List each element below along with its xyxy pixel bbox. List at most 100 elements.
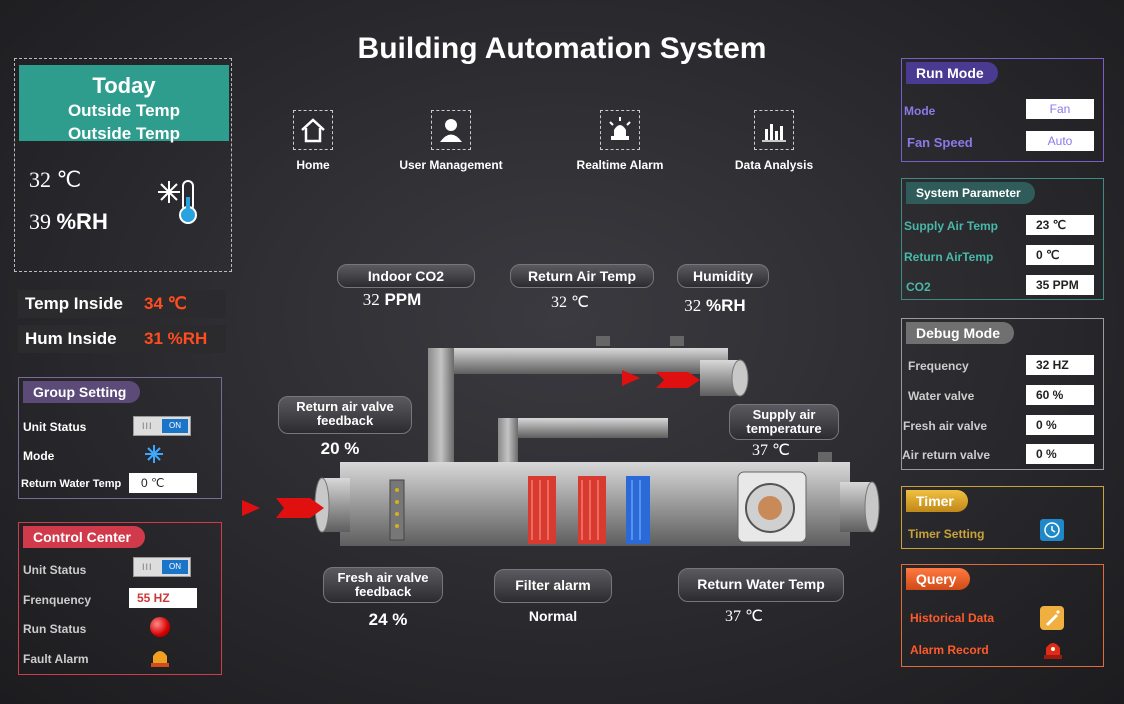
system-parameter-panel: System Parameter Supply Air Temp 23 ℃ Re… xyxy=(901,178,1104,300)
supply-outlet-opening xyxy=(731,359,749,397)
fan-speed-value[interactable]: Auto xyxy=(1026,131,1094,151)
water-valve-label: Water valve xyxy=(908,389,975,403)
nav-home[interactable]: Home xyxy=(238,110,388,172)
nav-user-management[interactable]: User Management xyxy=(376,110,526,172)
fresh-air-valve-label-2: feedback xyxy=(354,584,412,599)
supply-air-temp-label: Supply Air Temp xyxy=(904,219,999,233)
outside-hum-number: 39 xyxy=(29,209,51,234)
snowflake-icon[interactable] xyxy=(144,444,164,469)
filter-element xyxy=(389,479,405,541)
alarm-record-icon[interactable] xyxy=(1043,637,1063,664)
run-mode-panel: Run Mode Mode Fan Fan Speed Auto xyxy=(901,58,1104,162)
nav-realtime-alarm-label: Realtime Alarm xyxy=(576,158,664,172)
today-panel: Today Outside Temp Outside Temp 32 ℃ 39 … xyxy=(14,58,232,272)
water-valve-value[interactable]: 60 % xyxy=(1026,385,1094,405)
supply-air-temp-display: 37 ℃ xyxy=(752,442,790,459)
cc-frequency-input[interactable]: 55 HZ xyxy=(129,588,197,608)
air-return-valve-label: Air return valve xyxy=(902,448,991,462)
cc-unit-status-toggle[interactable]: III ON xyxy=(133,557,191,577)
timer-panel: Timer Timer Setting xyxy=(901,486,1104,549)
debug-frequency-value[interactable]: 32 HZ xyxy=(1026,355,1094,375)
cc-frequency-label: Frenquency xyxy=(23,593,92,607)
debug-frequency-label: Frequency xyxy=(908,359,969,373)
nav-data-analysis[interactable]: Data Analysis xyxy=(699,110,849,172)
indoor-co2-value: 32 PPM xyxy=(337,290,447,310)
outside-temp-unit: ℃ xyxy=(56,167,82,192)
sensor-2 xyxy=(670,336,684,346)
indoor-co2-unit: PPM xyxy=(384,290,422,309)
fresh-air-valve-display: 24 % xyxy=(368,610,408,629)
temp-inside-value: 34 ℃ xyxy=(144,294,187,313)
return-air-duct xyxy=(428,348,728,374)
temp-inside-label: Temp Inside xyxy=(25,294,123,313)
supply-air-temp-pill: Supply air temperature xyxy=(729,404,839,440)
humidity-label: Humidity xyxy=(677,264,769,288)
debug-mode-panel: Debug Mode Frequency 32 HZ Water valve 6… xyxy=(901,318,1104,470)
heating-coil-1 xyxy=(528,476,556,544)
toggle-grip-icon: III xyxy=(142,562,153,572)
mode-label: Mode xyxy=(23,449,55,463)
air-return-valve-value[interactable]: 0 % xyxy=(1026,444,1094,464)
unit-status-label: Unit Status xyxy=(23,420,87,434)
unit-status-toggle[interactable]: III ON xyxy=(133,416,191,436)
fault-alarm-light-icon xyxy=(150,645,170,672)
cc-toggle-on-label: ON xyxy=(162,560,188,574)
query-panel: Query Historical Data Alarm Record xyxy=(901,564,1104,667)
co2-value[interactable]: 35 PPM xyxy=(1026,275,1094,295)
supply-air-label-1: Supply air xyxy=(752,407,816,422)
historical-data-icon[interactable] xyxy=(1040,606,1064,630)
timer-title: Timer xyxy=(906,490,968,512)
outside-temp-value: 32 ℃ xyxy=(29,167,81,193)
query-title: Query xyxy=(906,568,971,590)
indoor-co2-label: Indoor CO2 xyxy=(337,264,475,288)
return-air-valve-label-1: Return air valve xyxy=(296,399,394,414)
toggle-grip-icon: III xyxy=(142,421,153,431)
return-air-temp-label: Return AirTemp xyxy=(904,250,994,264)
nav-home-label: Home xyxy=(296,158,330,172)
today-header: Today Outside Temp Outside Temp xyxy=(19,65,229,143)
nav-realtime-alarm[interactable]: Realtime Alarm xyxy=(545,110,695,172)
run-mode-mode-value[interactable]: Fan xyxy=(1026,99,1094,119)
nav-data-analysis-label: Data Analysis xyxy=(734,158,814,172)
outside-temp-label-2: Outside Temp xyxy=(67,124,181,143)
timer-setting-label: Timer Setting xyxy=(908,527,985,541)
fresh-air-valve-value[interactable]: 0 % xyxy=(1026,415,1094,435)
toggle-on-label: ON xyxy=(162,419,188,433)
outside-hum-unit: %RH xyxy=(56,209,108,234)
control-center-title: Control Center xyxy=(23,526,145,548)
outside-temp-label: Outside Temp xyxy=(67,101,181,120)
flow-arrow-1 xyxy=(622,370,640,386)
group-setting-panel: Group Setting Unit Status III ON Mode Re… xyxy=(18,377,222,499)
outlet-opening xyxy=(864,481,880,533)
humidity-number: 32 xyxy=(684,296,702,315)
run-mode-title: Run Mode xyxy=(906,62,998,84)
indoor-co2-number: 32 xyxy=(362,290,380,309)
return-water-temp-input[interactable]: 0 ℃ xyxy=(129,473,197,493)
page-title: Building Automation System xyxy=(357,32,767,65)
cc-unit-status-label: Unit Status xyxy=(23,563,87,577)
flow-arrow-4 xyxy=(276,498,324,518)
sensor-3 xyxy=(818,452,832,462)
fresh-air-valve-label-1: Fresh air valve xyxy=(337,570,429,585)
filter-alarm-pill: Filter alarm xyxy=(494,569,612,603)
fan-speed-label: Fan Speed xyxy=(907,135,973,150)
user-icon xyxy=(431,110,471,150)
fresh-air-valve-label: Fresh air valve xyxy=(903,419,988,433)
clock-icon[interactable] xyxy=(1040,519,1064,541)
supply-duct-loop xyxy=(498,418,668,438)
humidity-unit: %RH xyxy=(706,296,746,315)
alarm-record-label: Alarm Record xyxy=(910,643,989,657)
run-status-label: Run Status xyxy=(23,622,87,636)
group-setting-title: Group Setting xyxy=(23,381,141,403)
thermometer-snowflake-icon xyxy=(157,177,203,232)
home-icon xyxy=(293,110,333,150)
hum-inside-row: Hum Inside 31 %RH xyxy=(18,325,226,353)
outside-temp-number: 32 xyxy=(29,167,51,192)
outside-hum-value: 39 %RH xyxy=(29,209,108,235)
supply-air-temp-value[interactable]: 23 ℃ xyxy=(1026,215,1094,235)
debug-mode-title: Debug Mode xyxy=(906,322,1014,344)
control-center-panel: Control Center Unit Status III ON Frenqu… xyxy=(18,522,222,675)
fault-alarm-label: Fault Alarm xyxy=(23,652,89,666)
return-air-temp-pill: Return Air Temp xyxy=(510,264,654,288)
return-air-temp-value[interactable]: 0 ℃ xyxy=(1026,245,1094,265)
